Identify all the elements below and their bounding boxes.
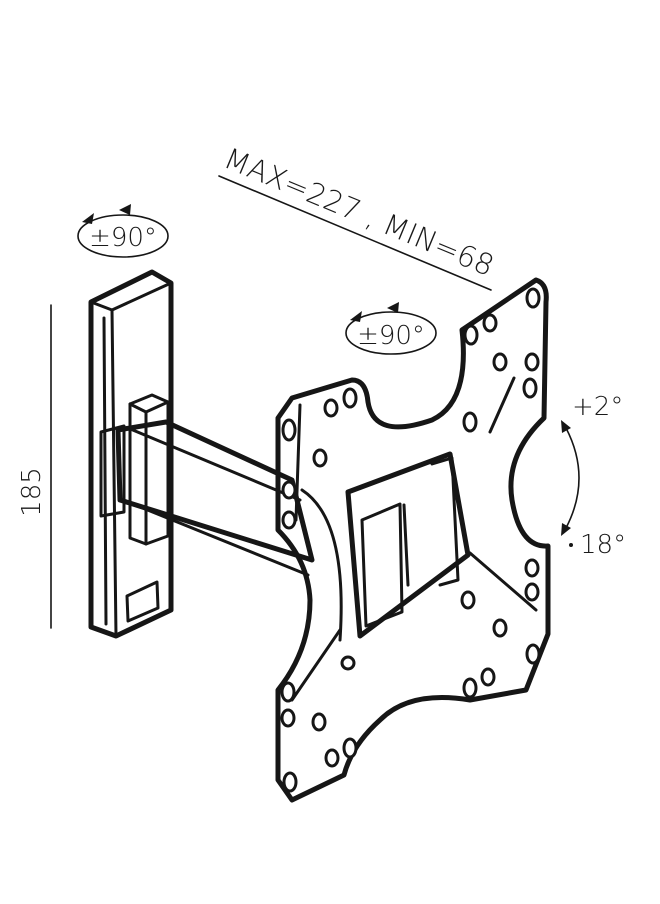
mounting-hole [281,480,297,500]
tilt-down-label: 18° [580,530,626,560]
tilt-up-arrow-icon [561,420,571,433]
mounting-hole [280,681,296,703]
plate-rotation-ellipse [345,311,437,355]
tv-plate [275,277,551,803]
wall-swivel-ellipse [77,214,169,258]
mounting-hole [492,618,508,638]
mounting-hole [462,411,478,433]
small-degree-mark [569,543,573,547]
hinge [99,393,170,546]
center-screw [340,655,356,671]
wall-bracket [88,269,174,639]
plate-rotation-label: ±90° [357,321,425,351]
bracket-slot [125,580,160,623]
mounting-hole [525,643,541,665]
mounting-hole [460,590,476,610]
mounting-hole [311,712,327,732]
mounting-hole [312,448,328,468]
mounting-hole [524,558,540,578]
swing-arm [115,419,315,577]
extension-label: MAX=227 , MIN=68 [219,141,499,283]
plate-rotation-indicator: ±90° [345,302,437,355]
mounting-hole [525,287,541,309]
mounting-hole [480,667,496,687]
mounting-hole [281,510,297,530]
wall-swivel-indicator: ±90° [77,204,169,258]
rotate-ccw-arrow-icon [119,204,131,215]
mounting-hole [342,737,358,759]
mounting-hole [280,708,296,728]
tilt-arc [565,427,580,529]
mounting-hole [463,324,479,346]
height-label: 185 [17,467,47,517]
mounting-hole [282,771,298,793]
rotate-ccw-arrow-icon [387,302,399,313]
mounting-hole [524,352,540,372]
mounting-hole [482,313,498,333]
mounting-hole [281,418,297,442]
mounting-hole [323,398,339,418]
mounting-hole [522,377,538,399]
tilt-up-label: +2° [572,392,623,422]
rotate-cw-arrow-icon [82,213,94,224]
mounting-hole [342,387,358,409]
mounting-hole [524,582,540,602]
extension-dimension-line [218,175,492,291]
mounting-hole [492,352,508,372]
tilt-down-arrow-icon [561,523,571,536]
mounting-hole [462,677,478,699]
rotate-cw-arrow-icon [350,311,362,322]
tilt-indicator: +2° 18° [561,392,626,560]
mounting-hole [324,748,340,768]
wall-swivel-label: ±90° [89,223,157,253]
